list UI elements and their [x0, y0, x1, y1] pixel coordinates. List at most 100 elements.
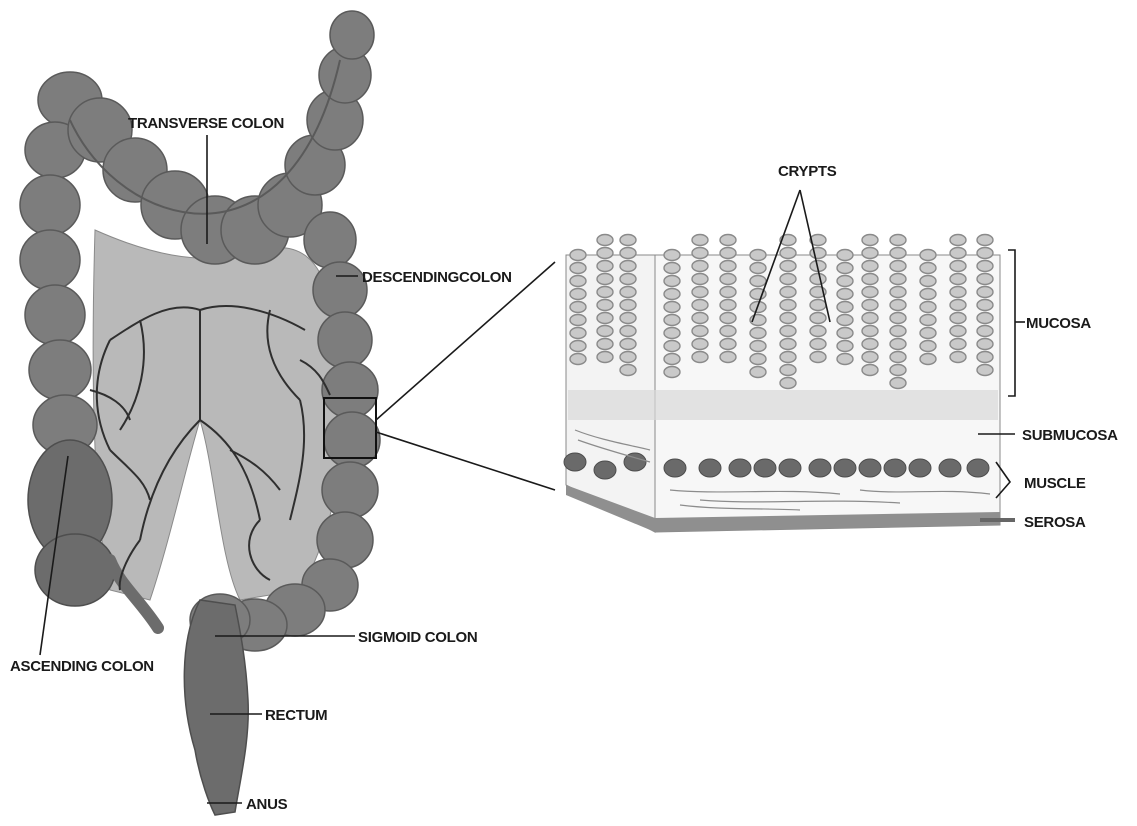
crypt-cell	[950, 339, 966, 350]
crypt-cell	[597, 287, 613, 298]
crypt-cell	[950, 300, 966, 311]
crypt-cell	[890, 287, 906, 298]
muscle-fiber-bundle	[594, 461, 616, 479]
label-ascending-colon: ASCENDING COLON	[10, 658, 154, 675]
label-transverse-colon: TRANSVERSE COLON	[128, 115, 284, 132]
crypt-cell	[597, 352, 613, 363]
label-rectum: RECTUM	[265, 707, 327, 724]
crypt-cell	[810, 326, 826, 337]
crypt-cell	[837, 315, 853, 326]
crypt-cell	[780, 300, 796, 311]
muscle-fiber-bundle	[779, 459, 801, 477]
crypt-cell	[692, 313, 708, 324]
crypt-cell	[664, 263, 680, 274]
crypt-cell	[950, 287, 966, 298]
crypt-cell	[620, 365, 636, 376]
crypt-cell	[920, 354, 936, 365]
crypt-cell	[620, 313, 636, 324]
submucosa-layer	[568, 390, 998, 420]
crypt-cell	[597, 313, 613, 324]
crypt-cell	[950, 261, 966, 272]
crypt-cell	[570, 354, 586, 365]
crypt-cell	[720, 287, 736, 298]
crypt-cell	[570, 289, 586, 300]
crypt-cell	[720, 313, 736, 324]
crypt-cell	[620, 339, 636, 350]
crypt-cell	[620, 248, 636, 259]
crypt-cell	[977, 274, 993, 285]
crypt-cell	[597, 326, 613, 337]
crypt-cell	[620, 287, 636, 298]
crypt-cell	[692, 248, 708, 259]
crypt-cell	[977, 287, 993, 298]
crypt-cell	[692, 326, 708, 337]
crypt-cell	[810, 313, 826, 324]
label-descending-colon: DESCENDINGCOLON	[362, 269, 512, 286]
crypt-cell	[950, 313, 966, 324]
crypt-cell	[977, 300, 993, 311]
crypt-cell	[890, 326, 906, 337]
crypt-cell	[597, 339, 613, 350]
crypt-cell	[862, 326, 878, 337]
muscle-fiber-bundle	[834, 459, 856, 477]
crypt-cell	[862, 313, 878, 324]
crypt-cell	[780, 326, 796, 337]
crypt-cell	[570, 328, 586, 339]
colon-wall-cross-section	[564, 190, 1025, 532]
crypt-cell	[750, 263, 766, 274]
zoom-line-bottom	[376, 432, 555, 490]
crypt-cell	[837, 341, 853, 352]
crypt-cell	[920, 250, 936, 261]
muscle-fiber-bundle	[967, 459, 989, 477]
crypt-cell	[837, 354, 853, 365]
crypt-cell	[750, 341, 766, 352]
crypt-cell	[810, 300, 826, 311]
crypt-cell	[780, 261, 796, 272]
crypt-cell	[620, 274, 636, 285]
crypt-cell	[890, 261, 906, 272]
crypt-cell	[780, 378, 796, 389]
crypt-cell	[597, 274, 613, 285]
crypt-cell	[920, 302, 936, 313]
crypt-cell	[890, 339, 906, 350]
crypt-cell	[620, 326, 636, 337]
crypt-cell	[837, 276, 853, 287]
label-submucosa: SUBMUCOSA	[1022, 427, 1118, 444]
crypt-cell	[920, 276, 936, 287]
crypt-cell	[810, 339, 826, 350]
rectum-shape	[184, 600, 248, 815]
crypt-cell	[664, 328, 680, 339]
crypt-cell	[664, 354, 680, 365]
crypt-cell	[780, 365, 796, 376]
crypt-cell	[750, 328, 766, 339]
crypt-cell	[620, 300, 636, 311]
label-mucosa: MUCOSA	[1026, 315, 1091, 332]
label-sigmoid-colon: SIGMOID COLON	[358, 629, 477, 646]
crypt-cell	[692, 274, 708, 285]
crypt-cell	[780, 274, 796, 285]
label-crypts: CRYPTS	[778, 163, 837, 180]
crypt-cell	[862, 235, 878, 246]
crypt-cell	[810, 352, 826, 363]
crypt-cell	[890, 365, 906, 376]
muscle-fiber-bundle	[809, 459, 831, 477]
muscle-fiber-bundle	[939, 459, 961, 477]
crypt-cell	[664, 250, 680, 261]
muscle-fiber-bundle	[754, 459, 776, 477]
crypt-cell	[664, 315, 680, 326]
crypt-cell	[720, 326, 736, 337]
crypt-cell	[862, 287, 878, 298]
muscle-fiber-bundle	[909, 459, 931, 477]
muscle-fiber-bundle	[699, 459, 721, 477]
crypt-cell	[837, 289, 853, 300]
crypt-cell	[597, 261, 613, 272]
crypt-cell	[780, 313, 796, 324]
mucosa-bracket	[1008, 250, 1015, 396]
crypt-cell	[920, 341, 936, 352]
crypt-cell	[692, 300, 708, 311]
crypt-cell	[780, 248, 796, 259]
crypt-cell	[862, 248, 878, 259]
muscle-fiber-bundle	[884, 459, 906, 477]
crypt-cell	[780, 339, 796, 350]
